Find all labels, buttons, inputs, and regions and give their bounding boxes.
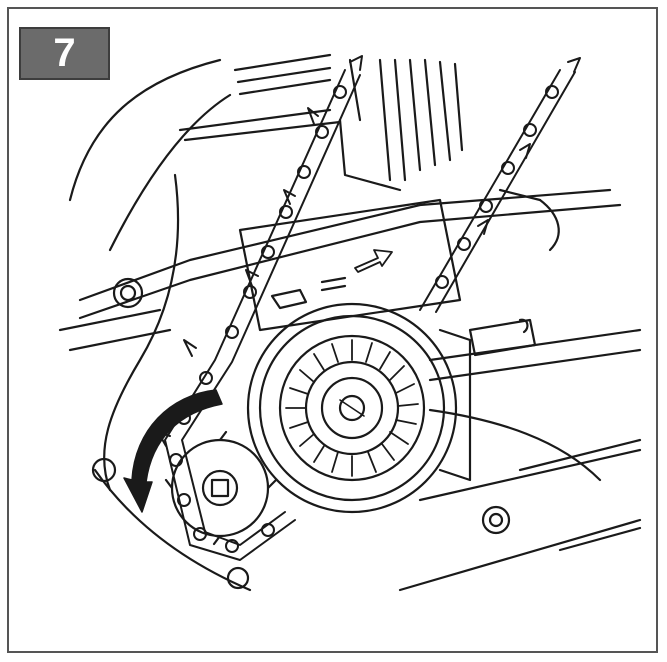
saw-chain	[157, 55, 581, 561]
drive-sprocket	[164, 430, 278, 546]
bolt	[91, 277, 511, 590]
clutch-drum	[246, 302, 472, 514]
step-number-badge: 7	[19, 27, 110, 80]
housing-outline	[58, 53, 642, 592]
direction-arrow-icon	[354, 249, 393, 273]
rotation-arrow-icon	[123, 389, 223, 513]
guide-plate	[238, 198, 462, 332]
